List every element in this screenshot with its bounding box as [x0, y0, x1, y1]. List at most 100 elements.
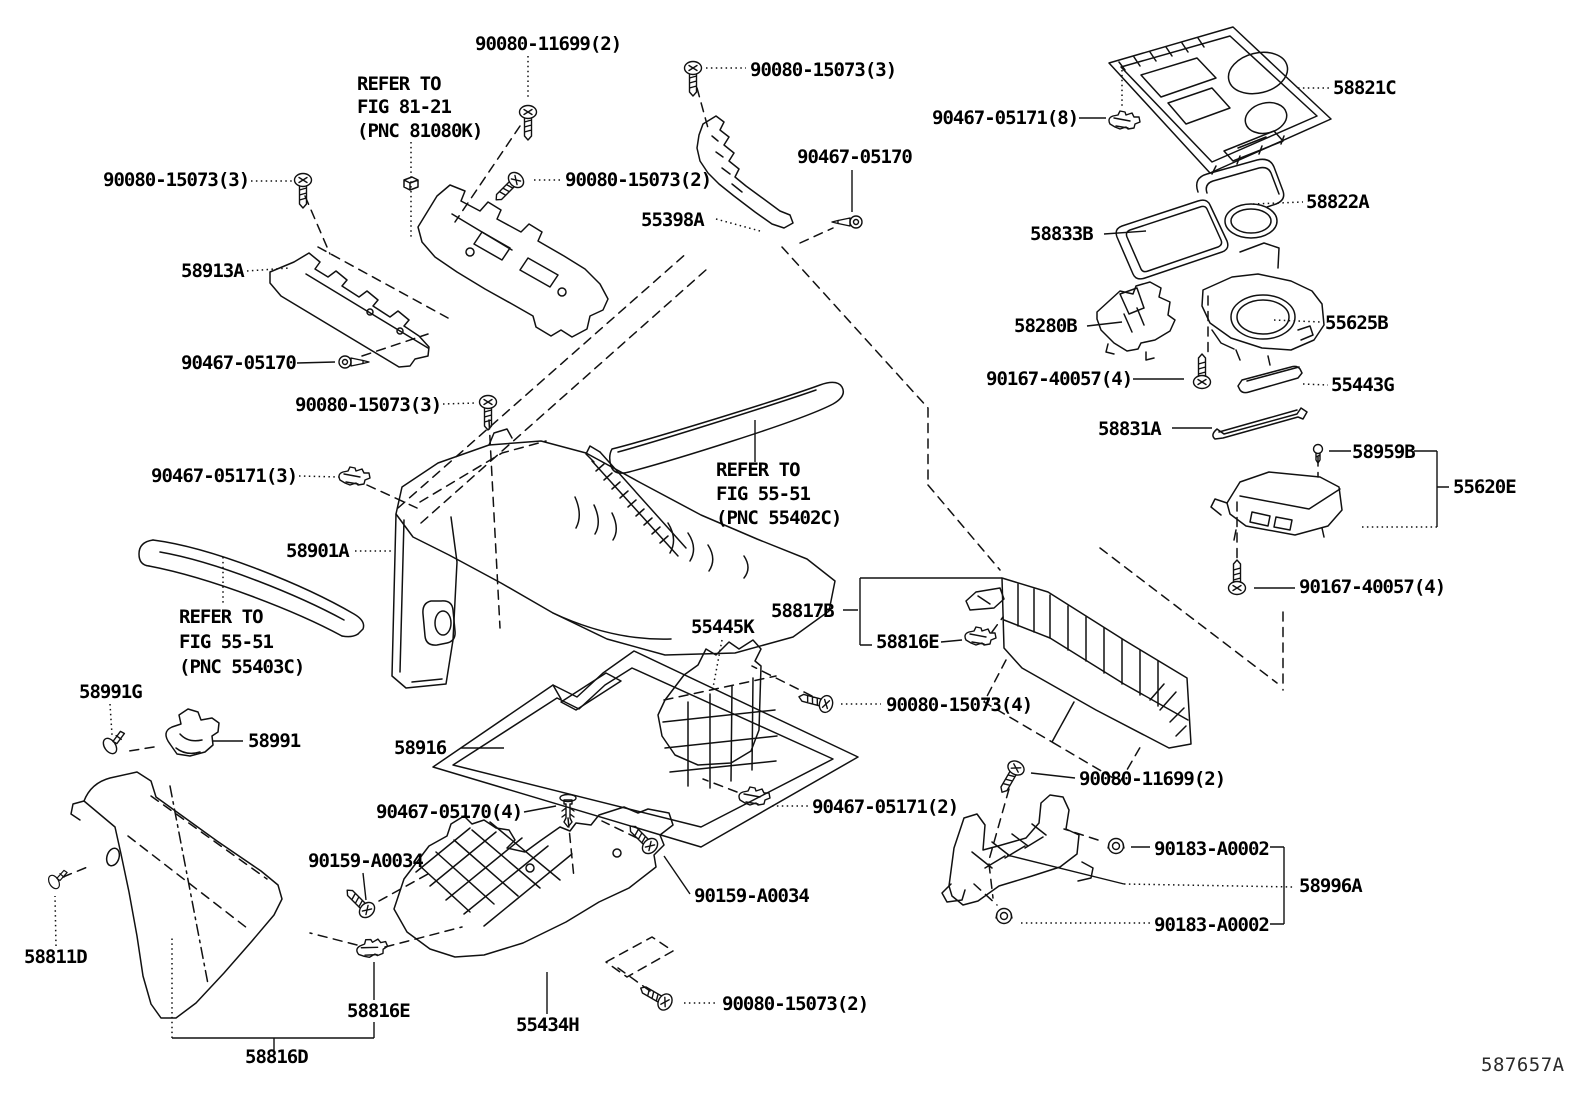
clip-icon — [964, 626, 997, 646]
part-label: 90467-05171(2) — [812, 796, 958, 818]
part-55396b-reinforcement — [417, 184, 609, 338]
part-label: 90467-05171(8) — [932, 107, 1078, 129]
part-label: 55620E — [1453, 476, 1516, 498]
part-label: 90159-A0034 — [308, 850, 423, 872]
part-label: 90080-15073(2) — [565, 169, 711, 191]
part-55398a-bracket — [696, 115, 794, 229]
part-label: 58817B — [771, 600, 834, 622]
note-line: FIG 81-21 — [357, 96, 452, 118]
mushroom-pin-icon — [99, 727, 132, 757]
clip-icon — [338, 466, 371, 486]
part-label: 58913A — [181, 260, 245, 282]
grommet-pin-icon — [338, 355, 370, 369]
part-58901a-console-body — [391, 428, 836, 689]
part-label: 90080-15073(3) — [103, 169, 249, 191]
part-label: 55445K — [691, 616, 755, 638]
part-label: 90080-15073(2) — [722, 993, 868, 1015]
part-58817b-rear-panel — [965, 577, 1192, 783]
part-55620e-console-box — [1210, 471, 1343, 541]
part-58811d-side-panel — [70, 771, 283, 1019]
part-label: 90080-11699(2) — [475, 33, 621, 55]
part-58991-clamp — [165, 708, 220, 757]
part-label: 58831A — [1098, 418, 1162, 440]
figure-code: 587657A — [1481, 1054, 1565, 1076]
clip-icon — [354, 934, 390, 961]
part-55434h-floor-panel — [393, 806, 674, 978]
screw-icon — [340, 883, 379, 922]
part-label: 58821C — [1333, 77, 1396, 99]
screw-icon — [796, 687, 836, 715]
part-label: 55398A — [641, 209, 705, 231]
nut-icon — [995, 907, 1013, 925]
part-label: 90467-05170 — [797, 146, 912, 168]
note-line: REFER TO — [357, 73, 441, 95]
part-label: 90167-40057(4) — [1299, 576, 1445, 598]
part-label: 90080-15073(4) — [886, 694, 1032, 716]
assembly-dash-lines — [62, 87, 1319, 992]
note-line: FIG 55-51 — [716, 483, 811, 505]
reference-notes: REFER TO FIG 81-21 (PNC 81080K) REFER TO… — [179, 73, 842, 678]
part-label: 90183-A0002 — [1154, 914, 1269, 936]
part-58996a-bracket — [941, 794, 1094, 906]
part-label: 58816D — [245, 1046, 308, 1068]
screw-icon — [489, 168, 528, 207]
part-label: 55434H — [516, 1014, 579, 1036]
part-55403c-trim — [138, 539, 365, 638]
part-58916-mat — [432, 650, 859, 848]
part-label: 58901A — [286, 540, 350, 562]
screw-icon — [293, 172, 313, 209]
note-line: REFER TO — [179, 606, 263, 628]
part-58821c-console-upper-panel — [1108, 26, 1332, 175]
screw-icon — [1227, 559, 1247, 596]
note-line: (PNC 81080K) — [357, 120, 482, 142]
part-label: 90467-05170(4) — [376, 801, 522, 823]
square-nut-icon — [403, 176, 419, 191]
part-label: 90467-05171(3) — [151, 465, 297, 487]
part-label: 58833B — [1030, 223, 1093, 245]
part-label: 58280B — [1014, 315, 1077, 337]
part-label: 90080-15073(3) — [750, 59, 896, 81]
nut-icon — [1107, 837, 1125, 855]
part-label: 90167-40057(4) — [986, 368, 1132, 390]
screw-icon — [993, 757, 1028, 798]
mushroom-pin-icon — [45, 867, 73, 892]
note-line: FIG 55-51 — [179, 631, 274, 653]
part-label: 58991G — [79, 681, 142, 703]
part-58913a-bracket — [269, 252, 430, 368]
clip-icon — [738, 786, 771, 806]
screw-icon — [1192, 353, 1212, 390]
part-label: 58916 — [394, 737, 447, 759]
note-line: REFER TO — [716, 459, 800, 481]
part-55625b-cup-holder — [1201, 242, 1325, 366]
note-line: (PNC 55402C) — [716, 507, 841, 529]
part-label: 58996A — [1299, 875, 1363, 897]
part-58833b-gasket — [1115, 199, 1229, 280]
part-55445k-panel — [657, 639, 778, 789]
part-label: 55625B — [1325, 312, 1388, 334]
part-label: 58959B — [1352, 441, 1415, 463]
part-label: 90080-15073(3) — [295, 394, 441, 416]
part-55443g-strip — [1237, 365, 1303, 394]
part-label: 58816E — [876, 631, 939, 653]
part-label: 58822A — [1306, 191, 1370, 213]
screw-icon — [518, 104, 538, 141]
part-labels: 90080-11699(2) 90080-15073(3) 90080-1507… — [24, 33, 1517, 1068]
part-label: 58991 — [248, 730, 301, 752]
part-58822a-bezel — [1195, 158, 1285, 239]
part-58280b-holder — [1096, 281, 1176, 361]
note-line: (PNC 55403C) — [179, 656, 304, 678]
part-label: 90467-05170 — [181, 352, 296, 374]
screw-icon — [683, 60, 703, 97]
part-label: 90159-A0034 — [694, 885, 809, 907]
screw-icon — [478, 394, 498, 431]
part-label: 58816E — [347, 1000, 410, 1022]
part-58831a-rod — [1212, 407, 1308, 440]
part-label: 90080-11699(2) — [1079, 768, 1225, 790]
grommet-pin-icon — [831, 215, 863, 229]
part-label: 58811D — [24, 946, 87, 968]
part-label: 55443G — [1331, 374, 1394, 396]
part-55402c-trim — [585, 381, 845, 557]
part-label: 90183-A0002 — [1154, 838, 1269, 860]
